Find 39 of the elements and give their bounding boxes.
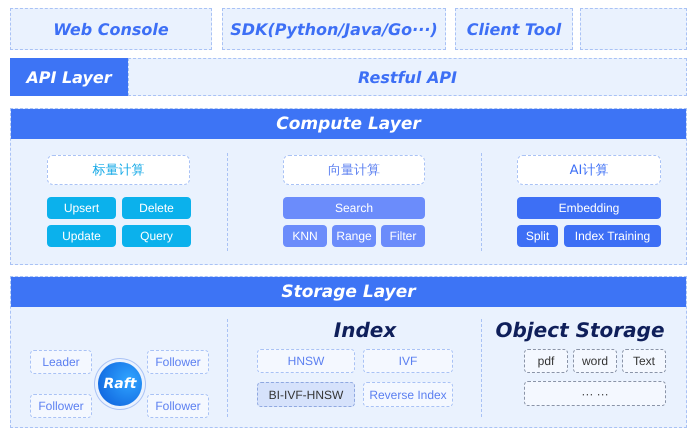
speech-bubble: Follower <box>147 350 209 374</box>
operation-box: Index Training <box>564 225 661 247</box>
column-heading: Index <box>334 318 396 342</box>
operation-box: Filter <box>381 225 425 247</box>
category-box: AI计算 <box>517 155 661 185</box>
operation-box: Range <box>332 225 376 247</box>
operation-box: Embedding <box>517 197 661 219</box>
index-box: HNSW <box>257 349 355 373</box>
index-box: IVF <box>363 349 453 373</box>
layer-tab: API Layer <box>10 58 128 96</box>
file-box: Text <box>622 349 666 373</box>
speech-bubble: Follower <box>30 394 92 418</box>
file-box: ··· ··· <box>524 381 666 406</box>
column-heading: Object Storage <box>495 318 665 342</box>
client-box <box>580 8 687 50</box>
category-box: 向量计算 <box>283 155 425 185</box>
operation-box: Search <box>283 197 425 219</box>
operation-box: Upsert <box>47 197 116 219</box>
file-box: pdf <box>524 349 568 373</box>
client-box: Web Console <box>10 8 212 50</box>
speech-bubble: Leader <box>30 350 92 374</box>
operation-box: KNN <box>283 225 327 247</box>
operation-box: Query <box>122 225 191 247</box>
operation-box: Update <box>47 225 116 247</box>
file-box: word <box>573 349 617 373</box>
index-box: BI-IVF-HNSW <box>257 382 355 407</box>
api-box: Restful API <box>128 58 687 96</box>
raft-circle: Raft <box>98 362 142 406</box>
client-box: Client Tool <box>455 8 573 50</box>
speech-bubble: Follower <box>147 394 209 418</box>
operation-box: Delete <box>122 197 191 219</box>
category-box: 标量计算 <box>47 155 190 185</box>
layer-header: Storage Layer <box>11 277 686 307</box>
layer-panel <box>10 108 687 265</box>
layer-panel <box>10 276 687 428</box>
client-box: SDK(Python/Java/Go···) <box>222 8 446 50</box>
layer-header: Compute Layer <box>11 109 686 139</box>
operation-box: Split <box>517 225 558 247</box>
index-box: Reverse Index <box>363 382 453 407</box>
